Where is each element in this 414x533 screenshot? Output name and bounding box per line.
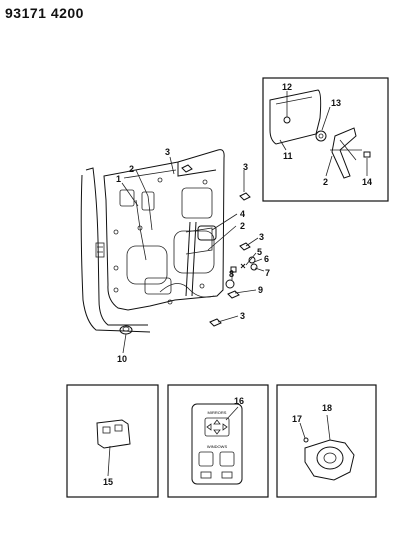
callout-10: 10 bbox=[117, 354, 127, 364]
switch-bezel bbox=[96, 419, 131, 449]
callout-16: 16 bbox=[234, 396, 244, 406]
windows-label: WINDOWS bbox=[207, 444, 228, 449]
door-latch bbox=[141, 191, 155, 211]
mirrors-label: MIRRORS bbox=[208, 410, 227, 415]
door-panel-cutout-left bbox=[126, 245, 168, 285]
speaker-cone bbox=[316, 446, 344, 470]
speaker-housing bbox=[304, 439, 355, 481]
callout-labels: 1 2 3 3 4 2 3 5 6 7 8 9 3 10 bbox=[116, 147, 270, 364]
diagram-reference-code: 93171 4200 bbox=[5, 5, 84, 21]
door-hinge bbox=[95, 242, 105, 258]
callout-13: 13 bbox=[331, 98, 341, 108]
callout-3c: 3 bbox=[259, 232, 264, 242]
window-switch-2 bbox=[219, 451, 235, 467]
callout-3: 3 bbox=[165, 147, 170, 157]
callout-3d: 3 bbox=[240, 311, 245, 321]
callout-5: 5 bbox=[257, 247, 262, 257]
callout-1: 1 bbox=[116, 174, 121, 184]
callout-2b: 2 bbox=[240, 221, 245, 231]
inset-switch-bezel: 15 bbox=[66, 384, 159, 498]
window-switch-1 bbox=[198, 451, 214, 467]
callout-17: 17 bbox=[292, 414, 302, 424]
callout-7: 7 bbox=[265, 268, 270, 278]
window-switch-3 bbox=[200, 471, 212, 479]
callout-12: 12 bbox=[282, 82, 292, 92]
callout-9: 9 bbox=[258, 285, 263, 295]
inset-window-regulator: 12 13 11 2 14 bbox=[262, 77, 389, 202]
door-assembly bbox=[80, 149, 225, 335]
window-switch-4 bbox=[221, 471, 233, 479]
inset-speaker: 17 18 bbox=[276, 384, 377, 498]
callout-14: 14 bbox=[362, 177, 372, 187]
fasteners bbox=[181, 164, 258, 327]
callout-2c: 2 bbox=[323, 177, 328, 187]
door-panel-cutout-upper bbox=[181, 187, 213, 219]
power-switch-panel bbox=[191, 403, 243, 485]
speaker-screw bbox=[303, 437, 309, 443]
callout-15: 15 bbox=[103, 477, 113, 487]
regulator-motor bbox=[197, 225, 217, 241]
leader-lines bbox=[121, 156, 265, 354]
mirror-switch bbox=[204, 417, 230, 437]
callout-6: 6 bbox=[264, 254, 269, 264]
callout-2: 2 bbox=[129, 164, 134, 174]
callout-18: 18 bbox=[322, 403, 332, 413]
inset-switch-panel: MIRRORS WINDOWS 16 bbox=[167, 384, 269, 498]
callout-8: 8 bbox=[229, 269, 234, 279]
callout-3b: 3 bbox=[243, 162, 248, 172]
callout-4: 4 bbox=[240, 209, 245, 219]
callout-11: 11 bbox=[283, 151, 293, 161]
